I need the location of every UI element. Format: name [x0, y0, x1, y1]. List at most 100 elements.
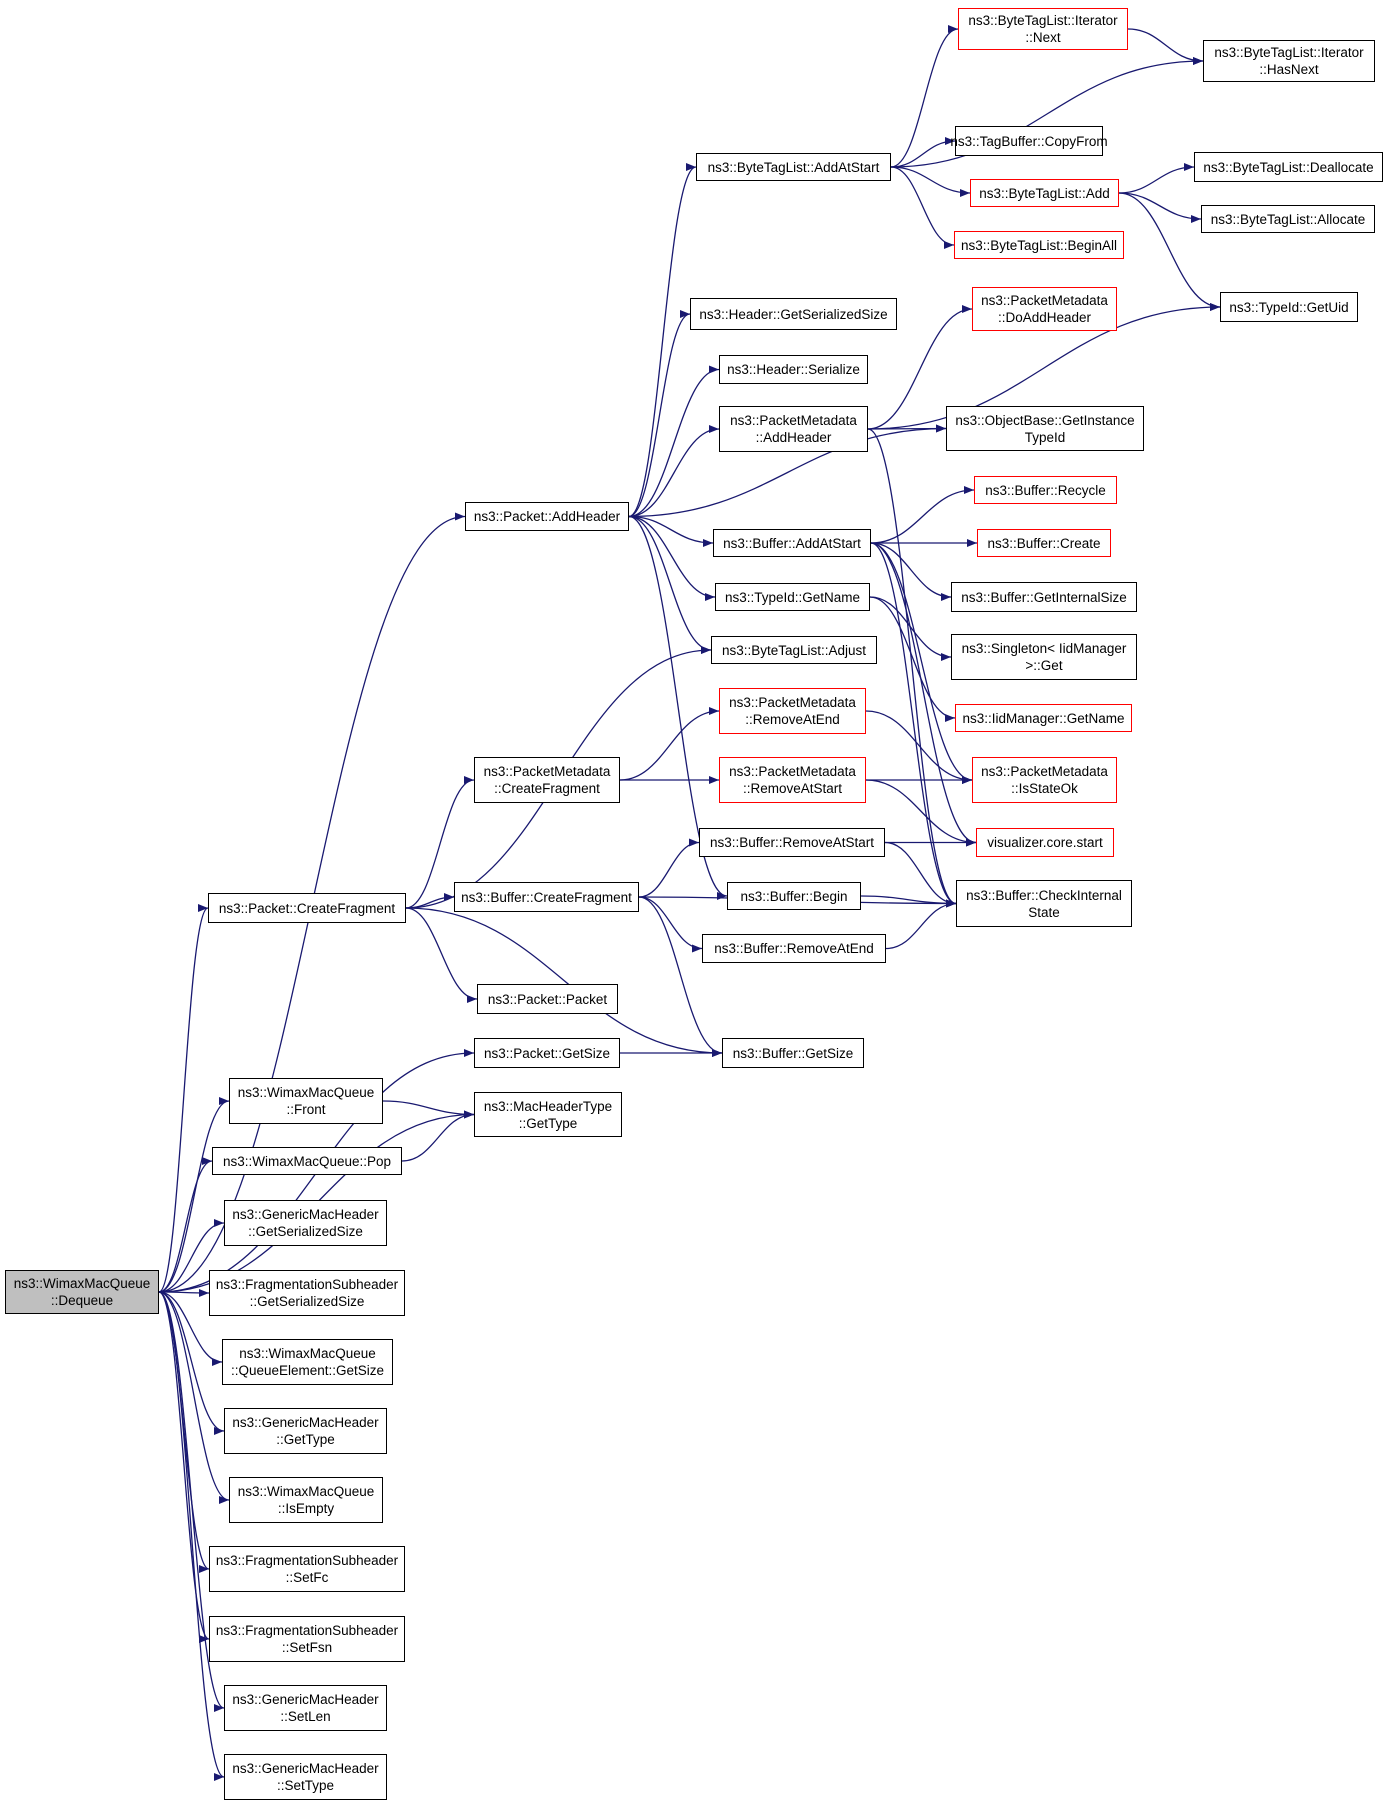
- node-label-line: ns3::PacketMetadata: [483, 764, 611, 779]
- edge-typeid-getname-to-singleton-get: [869, 596, 952, 661]
- edge-dequeue-to-wmq-pop: [158, 1157, 213, 1293]
- node-pm-doaddheader[interactable]: ns3::PacketMetadata::DoAddHeader: [972, 287, 1117, 331]
- node-label-line: ns3::GenericMacHeader: [232, 1415, 379, 1430]
- node-packet-createfrag[interactable]: ns3::Packet::CreateFragment: [208, 893, 406, 923]
- node-label-line: ns3::Packet::CreateFragment: [218, 900, 396, 916]
- node-label-line: ns3::Packet::Packet: [487, 991, 608, 1007]
- node-singleton-get[interactable]: ns3::Singleton< IidManager>::Get: [951, 634, 1137, 680]
- node-btl-adjust[interactable]: ns3::ByteTagList::Adjust: [711, 636, 877, 664]
- node-buffer-addatstart[interactable]: ns3::Buffer::AddAtStart: [713, 529, 871, 557]
- edge-dequeue-to-gmh-getsersize: [158, 1219, 225, 1293]
- node-packet-addheader[interactable]: ns3::Packet::AddHeader: [465, 502, 629, 531]
- node-label-line: ns3::GenericMacHeader: [232, 1761, 379, 1776]
- node-label-line: ns3::GenericMacHeader: [232, 1692, 379, 1707]
- node-label-line: ns3::TagBuffer::CopyFrom: [950, 133, 1108, 149]
- edge-buffer-addatstart-to-buffer-getintsize: [870, 542, 952, 601]
- node-btl-allocate[interactable]: ns3::ByteTagList::Allocate: [1201, 205, 1375, 233]
- node-gmh-settype[interactable]: ns3::GenericMacHeader::SetType: [224, 1754, 387, 1800]
- node-fsh-setfsn[interactable]: ns3::FragmentationSubheader::SetFsn: [209, 1616, 405, 1662]
- node-label-line: ns3::Header::GetSerializedSize: [699, 306, 888, 322]
- node-btl-add[interactable]: ns3::ByteTagList::Add: [970, 179, 1119, 207]
- node-gmh-gettype[interactable]: ns3::GenericMacHeader::GetType: [224, 1408, 387, 1454]
- edge-dequeue-to-gmh-settype: [158, 1291, 225, 1781]
- node-pm-isstateok[interactable]: ns3::PacketMetadata::IsStateOk: [972, 757, 1117, 803]
- node-label-line: >::Get: [1025, 658, 1063, 673]
- node-buffer-getsize[interactable]: ns3::Buffer::GetSize: [722, 1038, 864, 1068]
- node-buffer-recycle[interactable]: ns3::Buffer::Recycle: [974, 476, 1117, 504]
- node-pm-removeatend[interactable]: ns3::PacketMetadata::RemoveAtEnd: [719, 688, 866, 734]
- node-buffer-create[interactable]: ns3::Buffer::Create: [977, 529, 1111, 557]
- node-buffer-begin[interactable]: ns3::Buffer::Begin: [727, 882, 861, 910]
- node-buffer-getintsize[interactable]: ns3::Buffer::GetInternalSize: [951, 582, 1137, 612]
- edge-packet-createfrag-to-pm-createfragment: [405, 776, 475, 909]
- node-label-line: ns3::Buffer::CreateFragment: [461, 889, 632, 905]
- edge-pm-removeatstart-to-visualizer-start: [865, 779, 977, 847]
- node-label-line: ::SetType: [276, 1778, 335, 1793]
- edge-btl-add-to-btl-allocate: [1118, 192, 1202, 223]
- edge-pm-addheader-to-buffer-checkint: [867, 428, 957, 908]
- edge-buffer-begin-to-buffer-checkint: [860, 895, 957, 908]
- node-tagbuffer-copyfrom[interactable]: ns3::TagBuffer::CopyFrom: [950, 126, 1108, 156]
- node-label-line: ns3::FragmentationSubheader: [215, 1277, 399, 1292]
- edge-buffer-createfrag-to-buffer-removeatend: [638, 896, 703, 953]
- edge-pm-addheader-to-pm-doaddheader: [867, 305, 973, 430]
- node-wmq-front[interactable]: ns3::WimaxMacQueue::Front: [229, 1078, 383, 1124]
- node-label-line: ::SetFc: [285, 1570, 329, 1585]
- edge-pm-createfragment-to-pm-removeatend: [619, 707, 720, 781]
- node-pm-removeatstart[interactable]: ns3::PacketMetadata::RemoveAtStart: [719, 757, 866, 803]
- node-typeid-getname[interactable]: ns3::TypeId::GetName: [715, 583, 870, 611]
- node-label-line: ::SetLen: [280, 1709, 331, 1724]
- node-pm-createfragment[interactable]: ns3::PacketMetadata::CreateFragment: [474, 757, 620, 803]
- edge-btl-addatstart-to-bti-hasnext: [890, 57, 1204, 168]
- node-typeid-getuid[interactable]: ns3::TypeId::GetUid: [1220, 292, 1358, 322]
- edge-buffer-addatstart-to-pm-isstateok: [870, 542, 973, 784]
- node-label-line: ns3::ByteTagList::AddAtStart: [707, 159, 880, 175]
- edge-packet-addheader-to-btl-addatstart: [628, 163, 697, 518]
- node-iid-getname[interactable]: ns3::IidManager::GetName: [955, 704, 1132, 732]
- node-label-line: State: [1028, 904, 1060, 920]
- node-pm-addheader[interactable]: ns3::PacketMetadata::AddHeader: [719, 406, 868, 452]
- edge-btl-addatstart-to-btl-add: [890, 166, 971, 197]
- node-btl-beginall[interactable]: ns3::ByteTagList::BeginAll: [954, 231, 1124, 259]
- node-buffer-createfrag[interactable]: ns3::Buffer::CreateFragment: [454, 882, 639, 912]
- node-visualizer-start[interactable]: visualizer.core.start: [976, 828, 1114, 857]
- node-gmh-getsersize[interactable]: ns3::GenericMacHeader::GetSerializedSize: [224, 1200, 387, 1246]
- node-label-line: ns3::GenericMacHeader: [232, 1207, 379, 1222]
- node-label-line: ::RemoveAtStart: [742, 781, 843, 796]
- node-fsh-getsersize[interactable]: ns3::FragmentationSubheader::GetSerializ…: [209, 1270, 405, 1316]
- edge-packet-addheader-to-buffer-begin: [628, 515, 728, 900]
- node-packet-packet[interactable]: ns3::Packet::Packet: [477, 984, 618, 1014]
- node-fsh-setfc[interactable]: ns3::FragmentationSubheader::SetFc: [209, 1546, 405, 1592]
- node-dequeue[interactable]: ns3::WimaxMacQueue::Dequeue: [5, 1270, 159, 1314]
- node-wmq-qe-getsize[interactable]: ns3::WimaxMacQueue::QueueElement::GetSiz…: [222, 1339, 393, 1385]
- node-label-line: ns3::FragmentationSubheader: [215, 1623, 399, 1638]
- edge-packet-createfrag-to-packet-packet: [405, 907, 478, 1003]
- node-buffer-removeatend[interactable]: ns3::Buffer::RemoveAtEnd: [702, 934, 886, 963]
- node-packet-getsize[interactable]: ns3::Packet::GetSize: [474, 1038, 620, 1068]
- node-bti-next[interactable]: ns3::ByteTagList::Iterator::Next: [958, 8, 1128, 50]
- node-label-line: ::DoAddHeader: [997, 310, 1092, 325]
- node-header-getsersize[interactable]: ns3::Header::GetSerializedSize: [690, 298, 897, 330]
- edge-buffer-addatstart-to-buffer-checkint: [870, 542, 957, 908]
- node-btl-addatstart[interactable]: ns3::ByteTagList::AddAtStart: [696, 153, 891, 181]
- node-buffer-removeatstart[interactable]: ns3::Buffer::RemoveAtStart: [699, 828, 885, 857]
- node-label-line: ns3::Header::Serialize: [727, 362, 860, 377]
- edge-btl-add-to-btl-deallocate: [1118, 163, 1195, 194]
- edge-dequeue-to-gmh-gettype: [158, 1291, 225, 1435]
- node-label-line: ns3::ByteTagList::BeginAll: [960, 237, 1118, 253]
- node-mht-gettype[interactable]: ns3::MacHeaderType::GetType: [474, 1092, 622, 1137]
- node-gmh-setlen[interactable]: ns3::GenericMacHeader::SetLen: [224, 1685, 387, 1731]
- edge-packet-addheader-to-pm-addheader: [628, 425, 720, 518]
- node-wmq-pop[interactable]: ns3::WimaxMacQueue::Pop: [212, 1147, 402, 1175]
- node-label-line: ns3::PacketMetadata: [729, 695, 856, 710]
- node-bti-hasnext[interactable]: ns3::ByteTagList::Iterator::HasNext: [1203, 40, 1375, 82]
- edge-btl-add-to-typeid-getuid: [1118, 192, 1221, 311]
- node-header-serialize[interactable]: ns3::Header::Serialize: [719, 355, 868, 384]
- node-wmq-isempty[interactable]: ns3::WimaxMacQueue::IsEmpty: [229, 1477, 383, 1523]
- node-label-line: ns3::PacketMetadata: [730, 413, 857, 428]
- edge-dequeue-to-fsh-setfsn: [158, 1291, 210, 1643]
- node-label-line: ::HasNext: [1259, 62, 1319, 77]
- node-btl-deallocate[interactable]: ns3::ByteTagList::Deallocate: [1194, 152, 1383, 182]
